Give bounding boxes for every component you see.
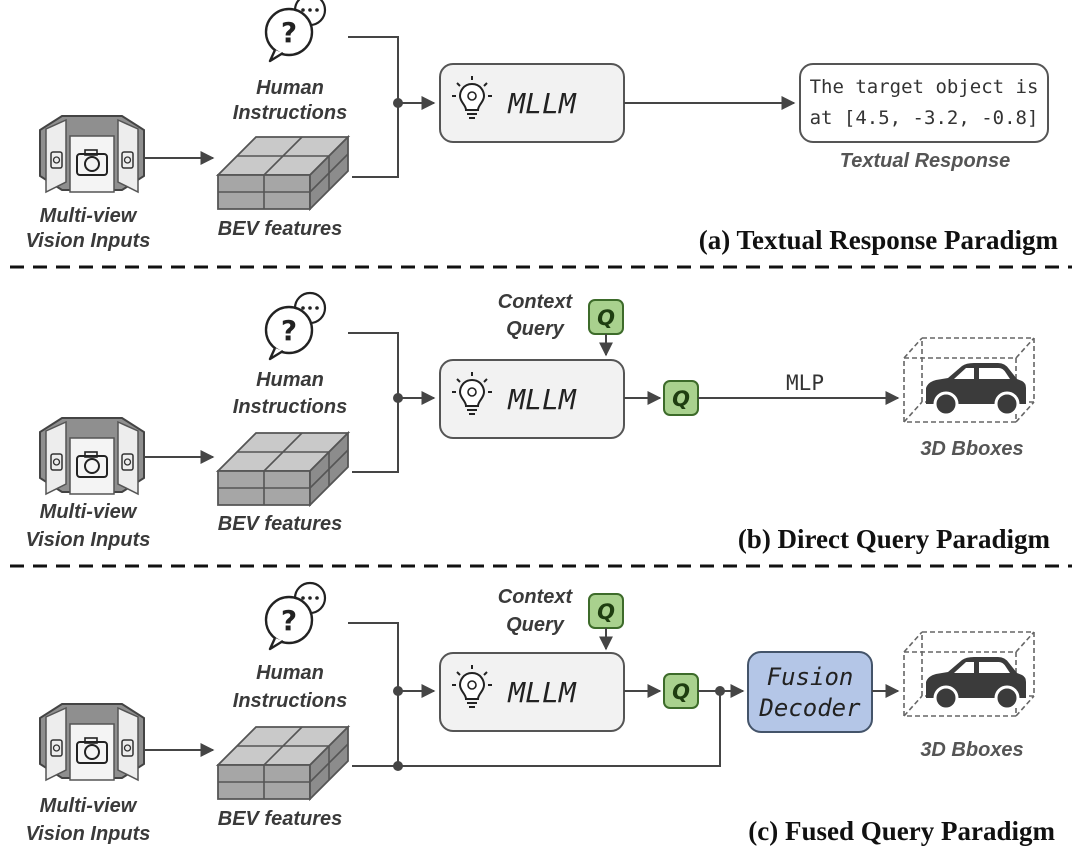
mllm-label-a: MLLM xyxy=(507,87,577,120)
panel-c-title: (c) Fused Query Paradigm xyxy=(748,816,1055,846)
textual-response-label: Textual Response xyxy=(840,150,1010,172)
multiview-label-c-1: Multi-view xyxy=(40,795,138,817)
response-line-2: at [4.5, -3.2, -0.8] xyxy=(810,107,1039,129)
car-bbox-icon-c xyxy=(902,630,1036,718)
context-query-letter-b: Q xyxy=(597,306,615,330)
mllm-label-b: MLLM xyxy=(507,383,577,416)
panel-a: Human Instructions Multi-view Vision Inp… xyxy=(26,0,1059,255)
bev-label-a: BEV features xyxy=(218,218,343,240)
human-label-b-1: Human xyxy=(256,369,324,391)
bev-label-c: BEV features xyxy=(218,808,343,830)
human-instructions-icon-a xyxy=(264,0,327,63)
output-query-letter-c: Q xyxy=(672,680,690,704)
panel-a-title: (a) Textual Response Paradigm xyxy=(699,225,1059,255)
human-label-c-2: Instructions xyxy=(233,690,347,712)
context-query-label-b-1: Context xyxy=(498,291,574,313)
bev-label-b: BEV features xyxy=(218,513,343,535)
junction-dot-fusion-c xyxy=(715,686,725,696)
context-query-label-c-1: Context xyxy=(498,586,574,608)
fusion-decoder-line-2: Decoder xyxy=(758,694,861,722)
context-query-label-b-2: Query xyxy=(506,318,565,340)
output-query-letter-b: Q xyxy=(672,387,690,411)
human-instructions-icon-b xyxy=(264,291,327,361)
bev-bypass-line-c xyxy=(398,691,721,767)
multiview-label-b-2: Vision Inputs xyxy=(26,529,151,551)
camera-hexagon-icon-c xyxy=(39,703,145,781)
human-label-a-2: Instructions xyxy=(233,102,347,124)
bbox-label-c: 3D Bboxes xyxy=(920,739,1023,761)
bev-block-icon-c xyxy=(217,726,349,800)
fusion-decoder-line-1: Fusion xyxy=(767,663,854,691)
camera-hexagon-icon-b xyxy=(39,417,145,495)
multiview-label-b-1: Multi-view xyxy=(40,501,138,523)
human-label-b-2: Instructions xyxy=(233,396,347,418)
human-label-c-1: Human xyxy=(256,662,324,684)
multiview-label-a-2: Vision Inputs xyxy=(26,230,151,252)
mlp-label: MLP xyxy=(786,371,824,395)
panel-b: Human Instructions Multi-view Vision Inp… xyxy=(26,291,1051,554)
multiview-label-c-2: Vision Inputs xyxy=(26,823,151,845)
camera-hexagon-icon-a xyxy=(39,115,145,193)
bbox-label-b: 3D Bboxes xyxy=(920,438,1023,460)
multiview-label-a-1: Multi-view xyxy=(40,205,138,227)
bev-block-icon-a xyxy=(217,136,349,210)
context-query-letter-c: Q xyxy=(597,600,615,624)
merge-lines-a xyxy=(348,36,399,178)
panel-b-title: (b) Direct Query Paradigm xyxy=(738,524,1051,554)
human-instructions-icon-c xyxy=(264,581,327,651)
bev-block-icon-b xyxy=(217,432,349,506)
merge-lines-b xyxy=(348,332,399,473)
response-line-1: The target object is xyxy=(810,76,1039,98)
merge-lines-c xyxy=(348,622,399,767)
panel-c: Human Instructions Multi-view Vision Inp… xyxy=(26,581,1056,846)
response-box xyxy=(799,63,1049,143)
car-bbox-icon-b xyxy=(902,336,1036,424)
context-query-label-c-2: Query xyxy=(506,614,565,636)
mllm-label-c: MLLM xyxy=(507,676,577,709)
human-label-a-1: Human xyxy=(256,77,324,99)
